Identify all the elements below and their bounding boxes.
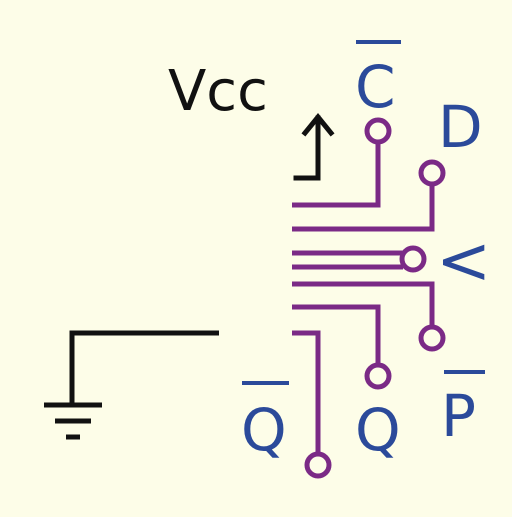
terminal-clock [399, 245, 427, 273]
terminal-q-bar [304, 451, 332, 479]
wire-q-bar [292, 330, 321, 452]
wire-d [292, 183, 435, 232]
pin-terminals [304, 117, 446, 479]
wire-c-bar [292, 141, 381, 208]
pin-wires [292, 141, 435, 452]
wire-p-bar [292, 281, 435, 326]
ground-icon [44, 330, 219, 440]
c-bar-label: C [355, 53, 396, 121]
q-bar-label: Q [241, 396, 287, 464]
terminal-q [364, 362, 392, 390]
q-label: Q [355, 396, 401, 464]
clock-label: < [436, 222, 491, 299]
wire-q [292, 304, 381, 364]
pin-labels: C D < P Q Q [241, 40, 491, 464]
terminal-d [418, 159, 446, 187]
terminal-c-bar [364, 117, 392, 145]
p-bar-label: P [441, 382, 476, 450]
vcc-power-icon [293, 113, 335, 181]
terminal-p-bar [418, 324, 446, 352]
vcc-label: Vcc [168, 59, 268, 124]
d-label: D [438, 93, 483, 161]
